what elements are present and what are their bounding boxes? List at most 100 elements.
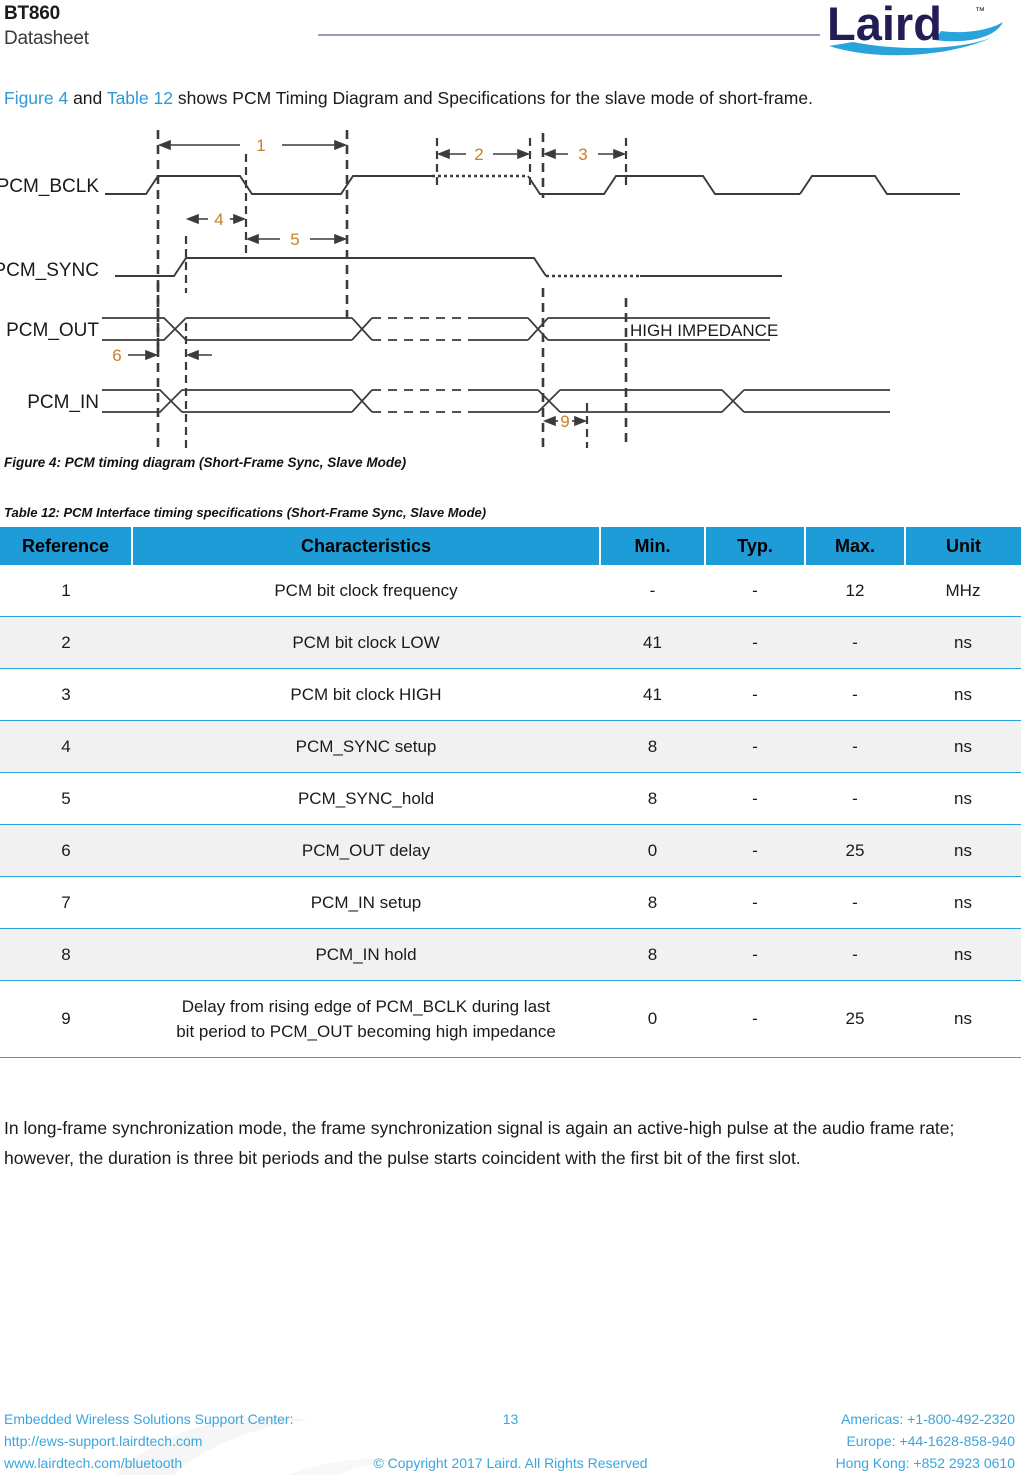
out-bus-dashed [372,317,470,341]
cell-max: - [805,668,905,721]
laird-logo: Laird ™ [823,0,1013,62]
signal-label-pcm-bclk: PCM_BCLK [0,176,99,197]
out-bus-hiz [548,317,770,341]
dim-2-arrow-right [517,148,531,160]
footer-contact-block: Americas: +1-800-492-2320 Europe: +44-16… [836,1408,1015,1474]
col-header-typ: Typ. [705,527,806,565]
in-bus-4 [744,389,890,413]
marker-4-label: 4 [214,210,223,229]
cell-max: 12 [805,565,905,617]
logo-swoosh-tail-icon [935,22,1003,42]
signal-label-pcm-in: PCM_IN [27,392,99,413]
cell-reference: 8 [0,928,132,981]
cell-characteristics: PCM bit clock frequency [132,565,600,617]
laird-logo-svg: Laird ™ [827,0,1003,56]
cell-unit: ns [905,720,1021,773]
cell-min: 41 [600,668,705,721]
table-row: 7 PCM_IN setup 8 - - ns [0,876,1021,929]
out-cross-3 [527,317,549,341]
cell-min: 0 [600,980,705,1058]
in-cross-2 [351,389,373,413]
cell-typ: - [705,928,805,981]
out-cross-1 [102,317,187,341]
cell-typ: - [705,824,805,877]
marker-1-label: 1 [256,136,265,155]
cell-min: 8 [600,928,705,981]
footer-support-url[interactable]: http://ews-support.lairdtech.com [4,1433,203,1449]
bclk-wave-3 [799,175,960,195]
dim-6-arrow-right [185,349,199,361]
dim-5-arrow-right [334,233,348,245]
sync-wave-1 [115,257,547,277]
bclk-wave-2 [527,175,800,195]
signal-label-pcm-sync: PCM_SYNC [0,260,99,281]
cell-unit: ns [905,876,1021,929]
cell-typ: - [705,616,805,669]
dim-4-arrow-right [233,213,247,225]
table-caption: Table 12: PCM Interface timing specifica… [4,505,487,520]
out-bus-1 [186,317,352,341]
footer-site-url[interactable]: www.lairdtech.com/bluetooth [4,1455,183,1471]
out-bus-2 [470,317,528,341]
cell-typ: - [705,876,805,929]
dim-4-arrow-left [185,213,199,225]
cell-characteristics: PCM_OUT delay [132,824,600,877]
cell-reference: 7 [0,876,132,929]
dim-3-arrow-left [542,148,556,160]
footer-support-label: Embedded Wireless Solutions Support Cent… [4,1411,294,1427]
col-header-characteristics: Characteristics [132,527,601,565]
table-header-row: Reference Characteristics Min. Typ. Max.… [0,527,1021,565]
cell-unit: ns [905,616,1021,669]
out-cross-2 [351,317,373,341]
cell-characteristics: Delay from rising edge of PCM_BCLK durin… [132,980,600,1058]
cell-characteristics: PCM bit clock LOW [132,616,600,669]
col-header-unit: Unit [905,527,1021,565]
cell-characteristics: PCM_IN setup [132,876,600,929]
figure-cross-reference[interactable]: Figure 4 [4,88,69,108]
pcm-timing-spec-table: Reference Characteristics Min. Typ. Max.… [0,527,1021,1058]
cell-max: - [805,720,905,773]
table-row: 1 PCM bit clock frequency - - 12 MHz [0,565,1021,617]
cell-reference: 5 [0,772,132,825]
cell-min: 0 [600,824,705,877]
cell-unit: ns [905,668,1021,721]
table-row: 6 PCM_OUT delay 0 - 25 ns [0,824,1021,877]
cell-reference: 4 [0,720,132,773]
page-footer: Embedded Wireless Solutions Support Cent… [0,1408,1021,1475]
cell-unit: ns [905,824,1021,877]
in-bus-3 [560,389,722,413]
cell-min: 8 [600,720,705,773]
in-bus-dashed [372,389,470,413]
marker-9-label: 9 [560,412,569,431]
footer-copyright: © Copyright 2017 Laird. All Rights Reser… [373,1455,648,1471]
dim-9-arrow-left [542,415,556,427]
cell-reference: 2 [0,616,132,669]
cell-max: - [805,928,905,981]
cell-unit: ns [905,928,1021,981]
page-watermark [114,1416,400,1475]
product-name: BT860 [4,3,61,24]
cell-max: 25 [805,824,905,877]
table-cross-reference[interactable]: Table 12 [106,88,173,108]
cell-reference: 1 [0,565,132,617]
signal-label-pcm-out: PCM_OUT [6,320,99,341]
in-cross-4 [721,389,745,413]
high-impedance-label: HIGH IMPEDANCE [630,321,778,340]
dim-6-arrow-left [145,349,159,361]
marker-6-label: 6 [112,346,121,365]
marker-3-label: 3 [578,145,587,164]
col-header-max: Max. [805,527,906,565]
dim-1-arrow-left [157,139,171,151]
timing-diagram-svg: 1 2 3 4 5 6 9 7 8 PCM_BCLK PCM_SYNC PCM_… [0,130,960,448]
cell-characteristics: PCM_SYNC setup [132,720,600,773]
dim-5-arrow-left [245,233,259,245]
cell-unit: ns [905,980,1021,1058]
table-row: 4 PCM_SYNC setup 8 - - ns [0,720,1021,773]
table-row: 2 PCM bit clock LOW 41 - - ns [0,616,1021,669]
cell-reference: 9 [0,980,132,1058]
cell-reference: 6 [0,824,132,877]
marker-2-label: 2 [474,145,483,164]
cell-unit: ns [905,772,1021,825]
logo-trademark-icon: ™ [975,6,985,17]
